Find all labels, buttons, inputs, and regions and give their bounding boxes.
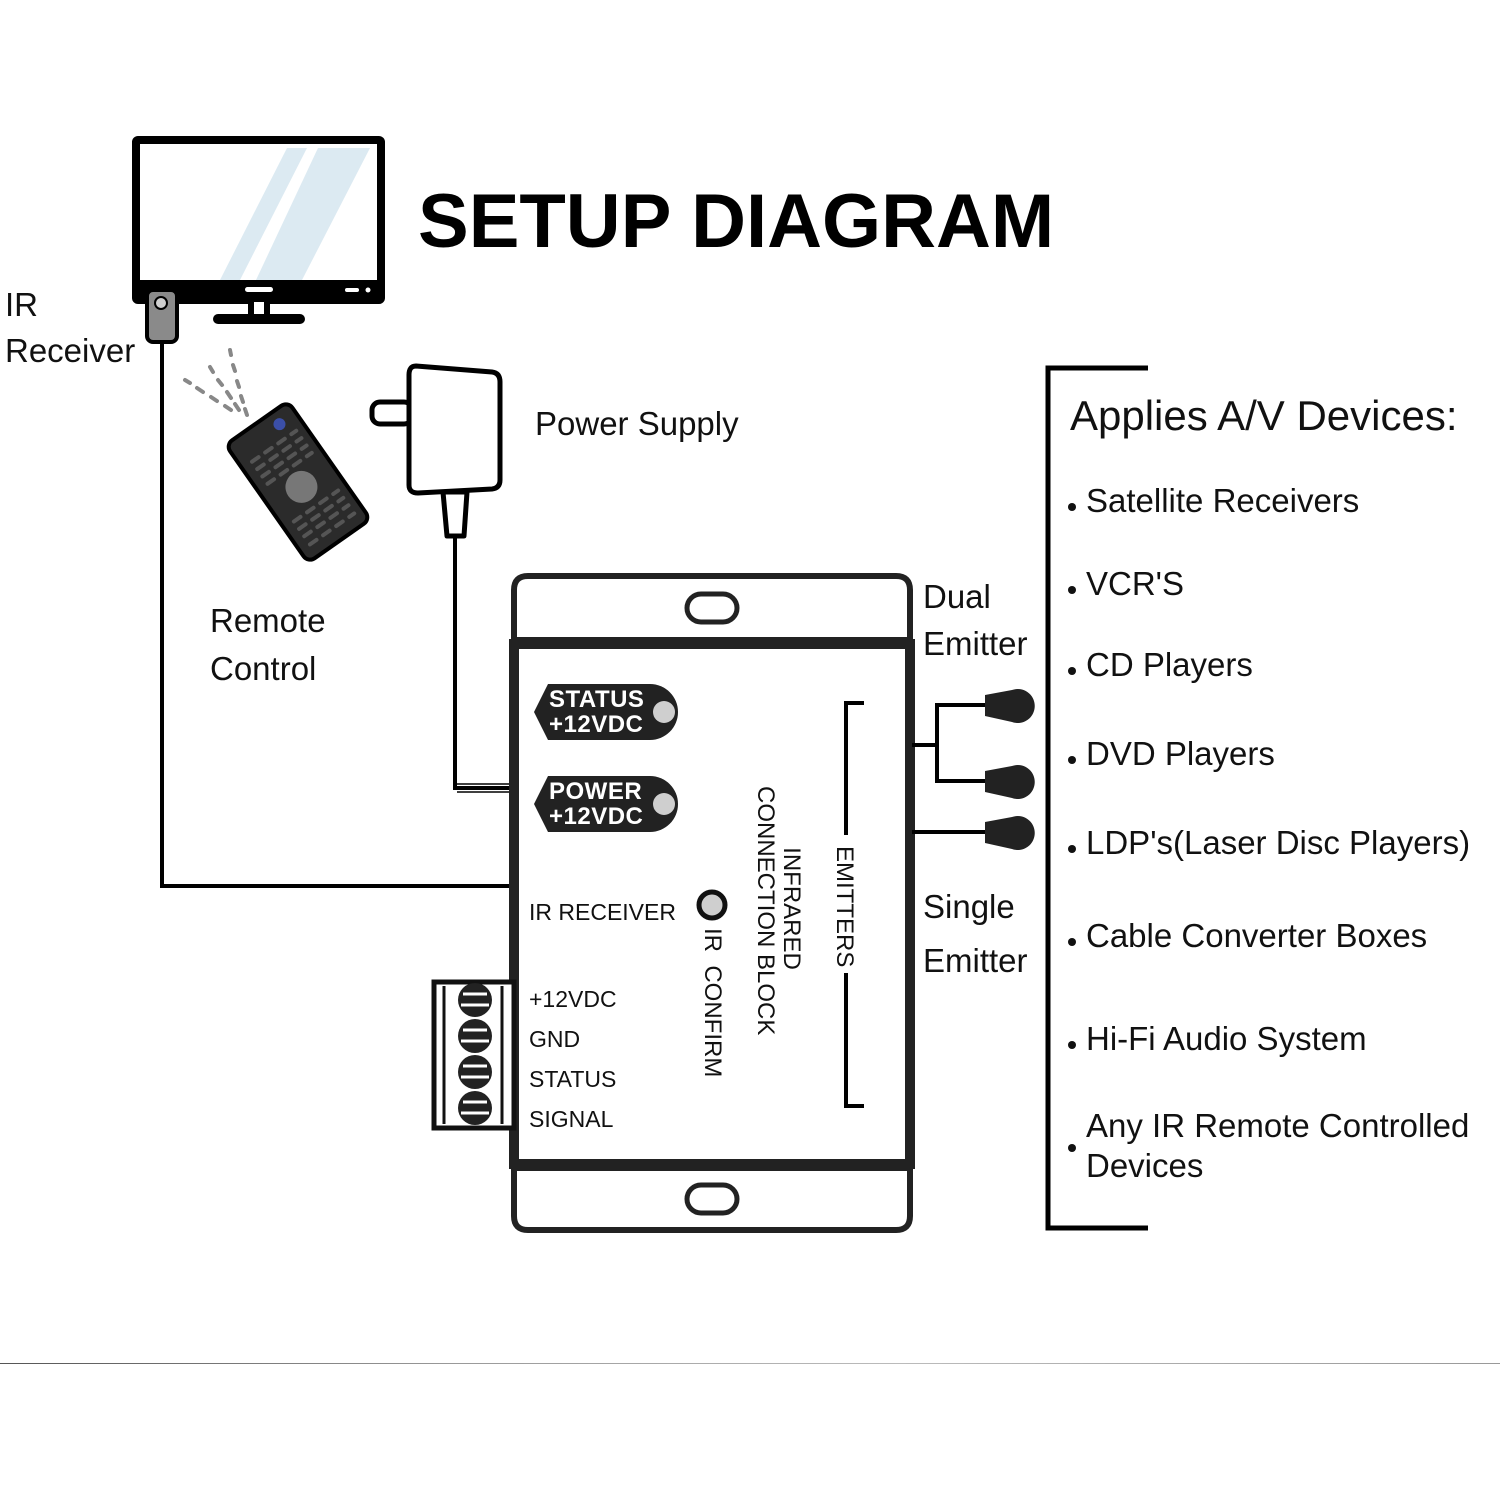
bullet-icon (1068, 503, 1076, 512)
remote-control-label: Remote Control (210, 597, 326, 693)
ir-receiver-label: IR Receiver (5, 282, 135, 374)
ir-receiver-icon (145, 288, 179, 344)
device-item-text: LDP's(Laser Disc Players) (1086, 824, 1471, 861)
device-item-text: Cable Converter Boxes (1086, 917, 1428, 954)
status-badge-line: STATUS (549, 686, 645, 713)
screen-glare (220, 148, 307, 280)
device-item: Cable Converter Boxes (1068, 916, 1427, 956)
bullet-icon (1068, 586, 1076, 595)
page-title: SETUP DIAGRAM (418, 179, 1055, 264)
dual-emitter-label-line: Dual (923, 578, 991, 615)
device-item-text: DVD Players (1086, 735, 1275, 772)
device-item: DVD Players (1068, 734, 1275, 774)
bullet-icon (1068, 1144, 1076, 1153)
ir-confirm-led (696, 889, 728, 921)
ir-receiver-port-label: IR RECEIVER (529, 899, 676, 925)
device-item: Any IR Remote Controlled Devices (1068, 1106, 1496, 1186)
device-item-text: Hi-Fi Audio System (1086, 1020, 1367, 1057)
tv-monitor-icon (132, 136, 385, 324)
status-badge-line: +12VDC (549, 711, 644, 738)
power-badge-text: POWER +12VDC (549, 779, 643, 829)
pin-label-12vdc: +12VDC (529, 986, 617, 1012)
power-led-badge (534, 776, 678, 832)
device-item: CD Players (1068, 645, 1253, 685)
pin-label-gnd: GND (529, 1026, 581, 1052)
device-item-text: Any IR Remote Controlled Devices (1086, 1107, 1470, 1184)
single-emitter-label-line: Emitter (923, 942, 1028, 979)
block-title-line: CONNECTION BLOCK (752, 786, 779, 1036)
dual-emitter-label-line: Emitter (923, 625, 1028, 662)
bullet-icon (1068, 1041, 1076, 1050)
mounting-hole-bottom (684, 1182, 740, 1216)
screen-glare (256, 148, 370, 280)
status-led-badge (534, 684, 678, 740)
device-item-text: CD Players (1086, 646, 1253, 683)
remote-control-label-line: Remote (210, 602, 326, 639)
power-wire (453, 536, 516, 790)
devices-bracket (1045, 365, 1148, 1231)
bullet-icon (1068, 756, 1076, 765)
terminal-block-icon (431, 979, 517, 1131)
power-badge-line: POWER (549, 778, 643, 805)
single-emitter-label-line: Single (923, 888, 1015, 925)
footer-divider (0, 1363, 1500, 1364)
block-title-line: INFRARED (778, 847, 805, 970)
mounting-hole-top (684, 591, 740, 625)
status-badge-text: STATUS +12VDC (549, 687, 644, 737)
device-item: Hi-Fi Audio System (1068, 1019, 1367, 1059)
ir-receiver-label-line: IR (5, 286, 38, 323)
power-supply-label: Power Supply (535, 405, 739, 442)
ir-confirm-label: IR CONFIRM (699, 928, 726, 1078)
ir-receiver-wire (160, 342, 516, 888)
emitters-bracket (844, 701, 864, 1108)
single-emitter-icon (985, 815, 1035, 850)
bullet-icon (1068, 845, 1076, 854)
remote-control-icon (226, 402, 370, 562)
device-item: Satellite Receivers (1068, 481, 1359, 521)
emitters-label: EMITTERS (831, 846, 858, 968)
terminal-pin-labels: +12VDC GND STATUS SIGNAL (529, 979, 617, 1139)
single-emitter-label: Single Emitter (923, 880, 1028, 988)
dual-emitter-label: Dual Emitter (923, 573, 1028, 667)
device-item-text: VCR'S (1086, 565, 1184, 602)
ir-receiver-label-line: Receiver (5, 332, 136, 369)
power-adapter-icon (369, 363, 503, 539)
dual-emitter-icon (985, 689, 1035, 799)
ir-signal-icon (183, 348, 249, 417)
device-item: LDP's(Laser Disc Players) (1068, 823, 1470, 863)
device-item-text: Satellite Receivers (1086, 482, 1360, 519)
pin-label-status: STATUS (529, 1066, 617, 1092)
bullet-icon (1068, 667, 1076, 676)
applies-heading: Applies A/V Devices: (1070, 392, 1458, 439)
bullet-icon (1068, 938, 1076, 947)
device-item: VCR'S (1068, 564, 1184, 604)
pin-label-signal: SIGNAL (529, 1106, 614, 1132)
emitter-wires (912, 703, 990, 834)
remote-control-label-line: Control (210, 650, 317, 687)
block-title: INFRARED CONNECTION BLOCK (752, 786, 805, 1036)
power-badge-line: +12VDC (549, 803, 644, 830)
